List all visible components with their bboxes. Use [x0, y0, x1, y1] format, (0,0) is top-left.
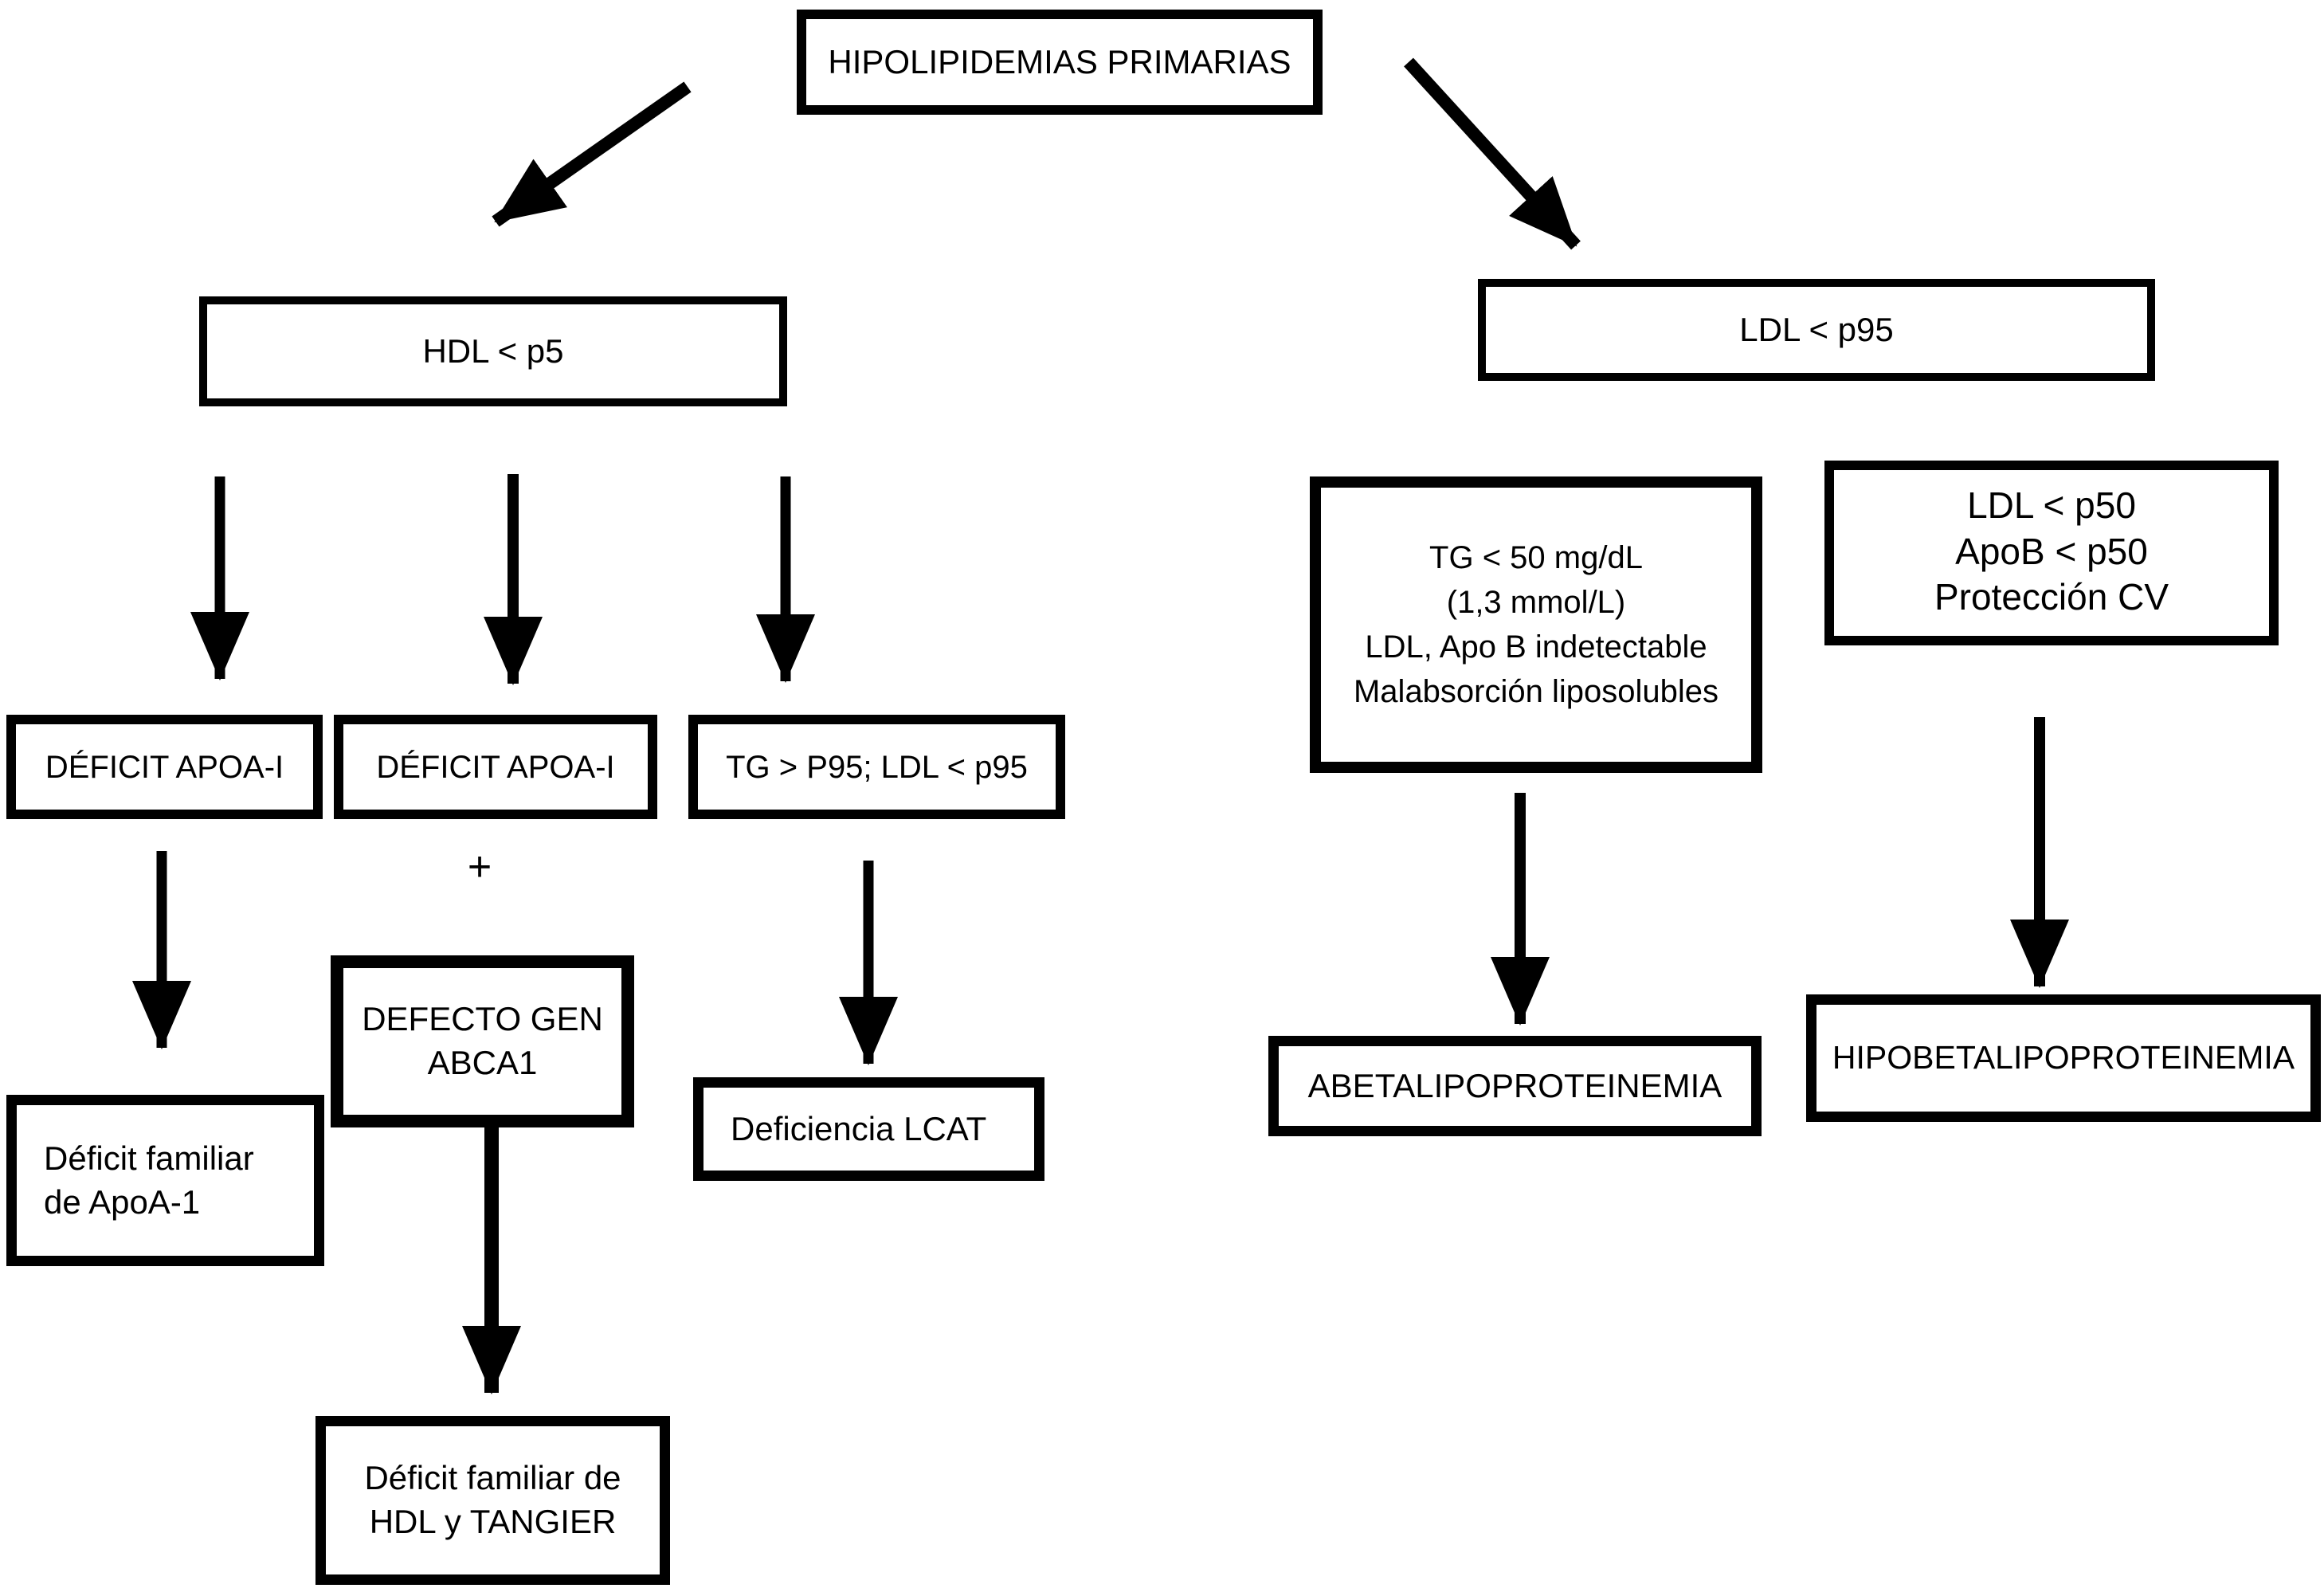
node-ldl-p50-criteria: LDL < p50 ApoB < p50 Protección CV: [1824, 461, 2279, 645]
node-hdl-p5: HDL < p5: [199, 296, 787, 406]
node-abetalipoproteinemia: ABETALIPOPROTEINEMIA: [1268, 1036, 1762, 1136]
node-deficit-familiar-apoa1: Déficit familiar de ApoA-1: [6, 1095, 324, 1266]
node-hipobetalipoproteinemia: HIPOBETALIPOPROTEINEMIA: [1806, 994, 2321, 1122]
node-hipolipidemias-primarias: HIPOLIPIDEMIAS PRIMARIAS: [797, 10, 1323, 115]
arrow-root-to-ldl: [1404, 57, 1581, 250]
arrow-root-to-hdl: [492, 81, 692, 227]
node-deficiencia-lcat: Deficiencia LCAT: [693, 1077, 1044, 1181]
node-tg-lt-50-criteria: TG < 50 mg/dL (1,3 mmol/L) LDL, Apo B in…: [1310, 476, 1762, 773]
node-deficit-apoa1-left: DÉFICIT APOA-I: [6, 715, 323, 819]
node-deficit-familiar-hdl-tangier: Déficit familiar de HDL y TANGIER: [315, 1416, 670, 1585]
plus-operator: +: [467, 844, 492, 890]
node-tg-gt-p95-ldl-lt-p95: TG > P95; LDL < p95: [688, 715, 1065, 819]
node-defecto-gen-abca1: DEFECTO GEN ABCA1: [331, 955, 634, 1127]
node-ldl-p95: LDL < p95: [1478, 279, 2155, 381]
node-deficit-apoa1-center: DÉFICIT APOA-I: [334, 715, 657, 819]
